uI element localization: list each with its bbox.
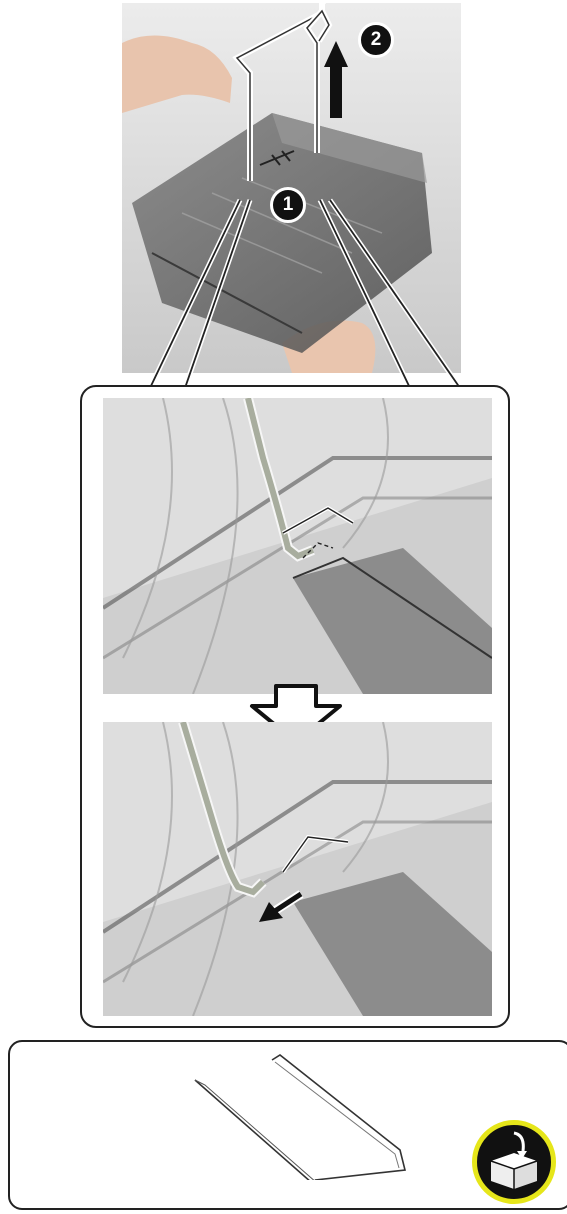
wire-part-illustration: [185, 1050, 445, 1180]
zoom-photo-before: [103, 398, 492, 694]
box-icon: [477, 1125, 551, 1199]
wire-hooked-illustration: [103, 398, 492, 694]
wire-released-illustration: [103, 722, 492, 1016]
store-in-box-icon: [472, 1120, 556, 1204]
zoom-callout-lines: [0, 0, 567, 400]
zoom-photo-after: [103, 722, 492, 1016]
